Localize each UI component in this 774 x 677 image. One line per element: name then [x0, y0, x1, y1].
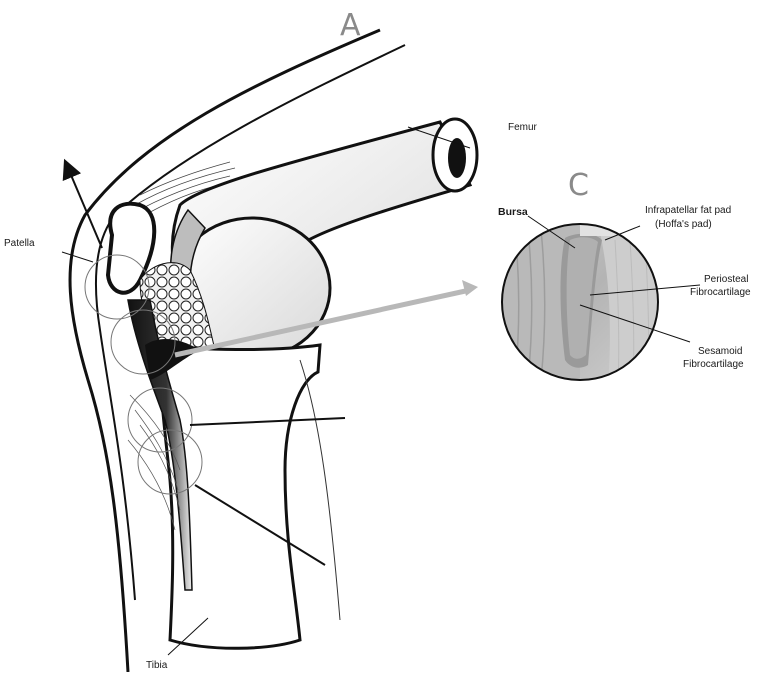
label-sesamoid-2: Fibrocartilage: [683, 359, 744, 370]
label-periosteal-1: Periosteal: [704, 274, 748, 285]
label-tibia: Tibia: [146, 660, 168, 671]
label-periosteal-2: Fibrocartilage: [690, 287, 751, 298]
label-bursa: Bursa: [498, 206, 528, 218]
label-patella: Patella: [4, 238, 35, 249]
quadriceps-arrow: [68, 168, 102, 248]
label-femur: Femur: [508, 122, 538, 133]
label-sesamoid-1: Sesamoid: [698, 346, 742, 357]
label-fat-pad-1: Infrapatellar fat pad: [645, 205, 731, 216]
panel-letter-c: C: [568, 168, 589, 203]
patella-leader: [62, 252, 93, 262]
label-fat-pad-2: (Hoffa's pad): [655, 219, 712, 230]
panel-letter-a: A: [340, 8, 361, 43]
